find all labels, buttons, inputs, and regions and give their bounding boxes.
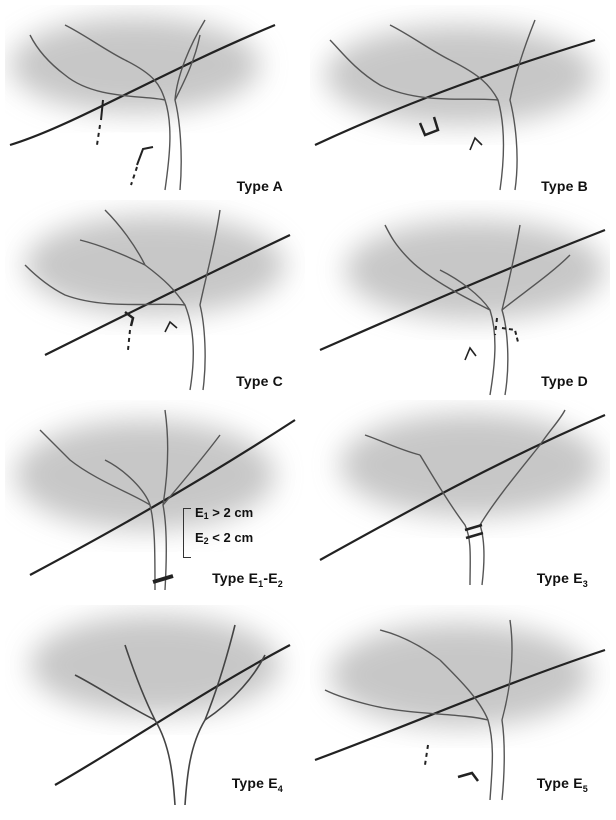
type-d-label: Type D	[541, 373, 588, 389]
panel-type-e1-e2: E1 > 2 cm E2 < 2 cm Type E1-E2	[5, 400, 305, 603]
panel-type-e4: Type E4	[5, 605, 305, 808]
panel-type-b: Type B	[310, 5, 610, 208]
e1-note: E1 > 2 cm	[195, 505, 253, 521]
type-e3-label: Type E3	[537, 570, 588, 589]
type-c-label: Type C	[236, 373, 283, 389]
type-e5-label: Type E5	[537, 775, 588, 794]
panel-type-e5: Type E5	[310, 605, 610, 808]
length-bracket	[183, 508, 191, 558]
type-a-label: Type A	[237, 178, 283, 194]
type-e4-label: Type E4	[232, 775, 283, 794]
panel-type-d: Type D	[310, 200, 610, 403]
panel-type-a: Type A	[5, 5, 305, 208]
type-e1-e2-label: Type E1-E2	[212, 570, 283, 589]
type-b-label: Type B	[541, 178, 588, 194]
panel-type-e3: Type E3	[310, 400, 610, 603]
e2-note: E2 < 2 cm	[195, 530, 253, 546]
panel-type-c: Type C	[5, 200, 305, 403]
